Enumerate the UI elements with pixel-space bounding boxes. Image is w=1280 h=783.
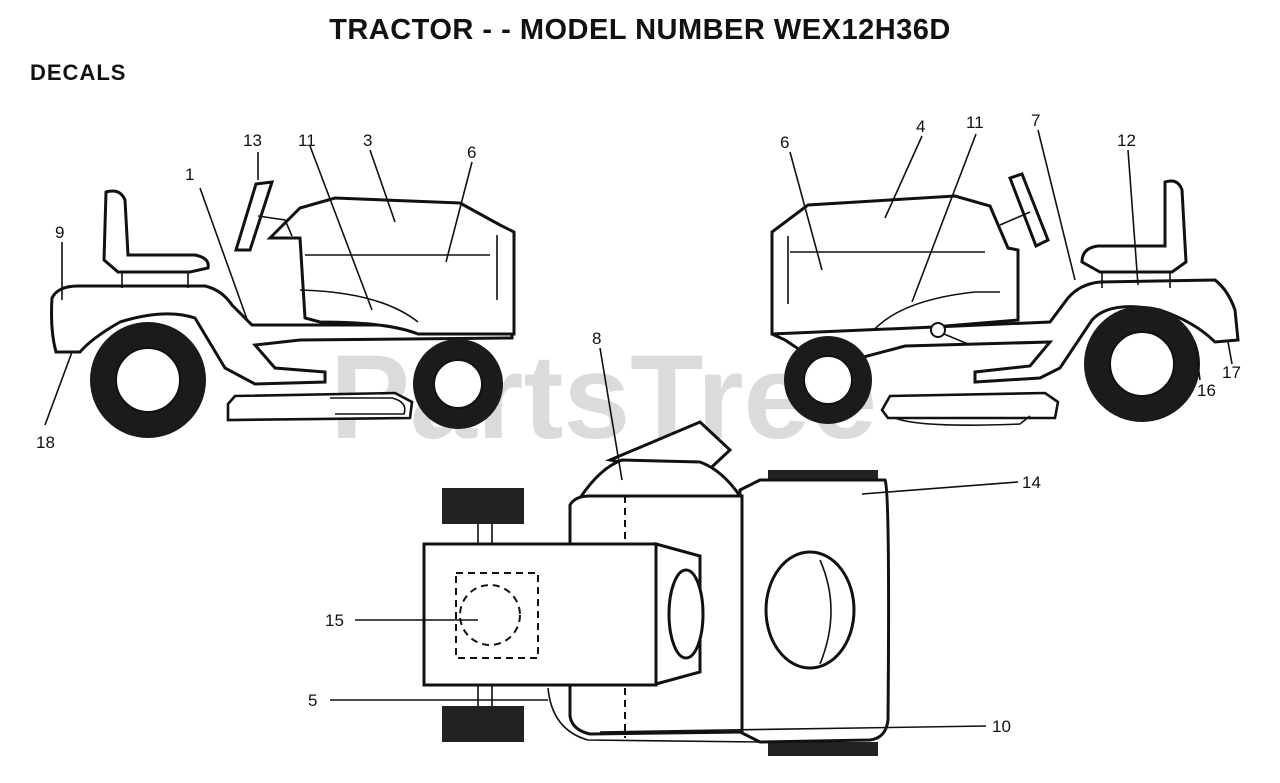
callout-16: 16 <box>1197 381 1216 400</box>
mower-deck-right <box>880 391 1060 420</box>
diagram-title: TRACTOR - - MODEL NUMBER WEX12H36D <box>329 14 951 46</box>
mower-deck-left <box>226 391 414 422</box>
callout-11-left: 11 <box>298 131 316 150</box>
section-label-decals: DECALS <box>30 60 127 85</box>
front-tire-top-lower <box>442 706 524 742</box>
front-tire-top-upper <box>442 488 524 524</box>
callout-9: 9 <box>55 223 64 242</box>
callout-18: 18 <box>36 433 55 452</box>
tractor-right-side-view <box>770 172 1240 426</box>
callout-15: 15 <box>325 611 344 630</box>
callout-7: 7 <box>1031 111 1040 130</box>
tractor-top-view <box>422 420 891 756</box>
decal-area-circle <box>459 584 521 646</box>
callout-6-left: 6 <box>467 143 476 162</box>
callout-numbers: 1 13 11 3 6 9 18 6 4 11 7 12 16 17 8 14 … <box>36 111 1241 736</box>
callout-11-right: 11 <box>966 113 984 132</box>
seat-top <box>764 550 856 670</box>
decal-area-square <box>455 572 539 659</box>
hood-top <box>422 542 658 687</box>
callout-12: 12 <box>1117 131 1136 150</box>
callout-6-right: 6 <box>780 133 789 152</box>
tractor-left-side-view <box>50 180 516 438</box>
seat-right <box>1080 179 1188 274</box>
callout-8: 8 <box>592 329 601 348</box>
rear-tire-top-lower <box>768 742 878 756</box>
steering-wheel-left <box>233 180 275 252</box>
key-switch-icon <box>930 322 946 338</box>
callout-17: 17 <box>1222 363 1241 382</box>
steering-wheel-right <box>1008 172 1050 249</box>
callout-10: 10 <box>992 717 1011 736</box>
callout-14: 14 <box>1022 473 1041 492</box>
hood-left <box>266 196 516 336</box>
seat-left <box>102 189 210 274</box>
callout-1: 1 <box>185 165 194 184</box>
callout-5: 5 <box>308 691 317 710</box>
callout-3: 3 <box>363 131 372 150</box>
callout-4: 4 <box>916 117 925 136</box>
leader-lines <box>44 129 1233 733</box>
callout-13: 13 <box>243 131 262 150</box>
